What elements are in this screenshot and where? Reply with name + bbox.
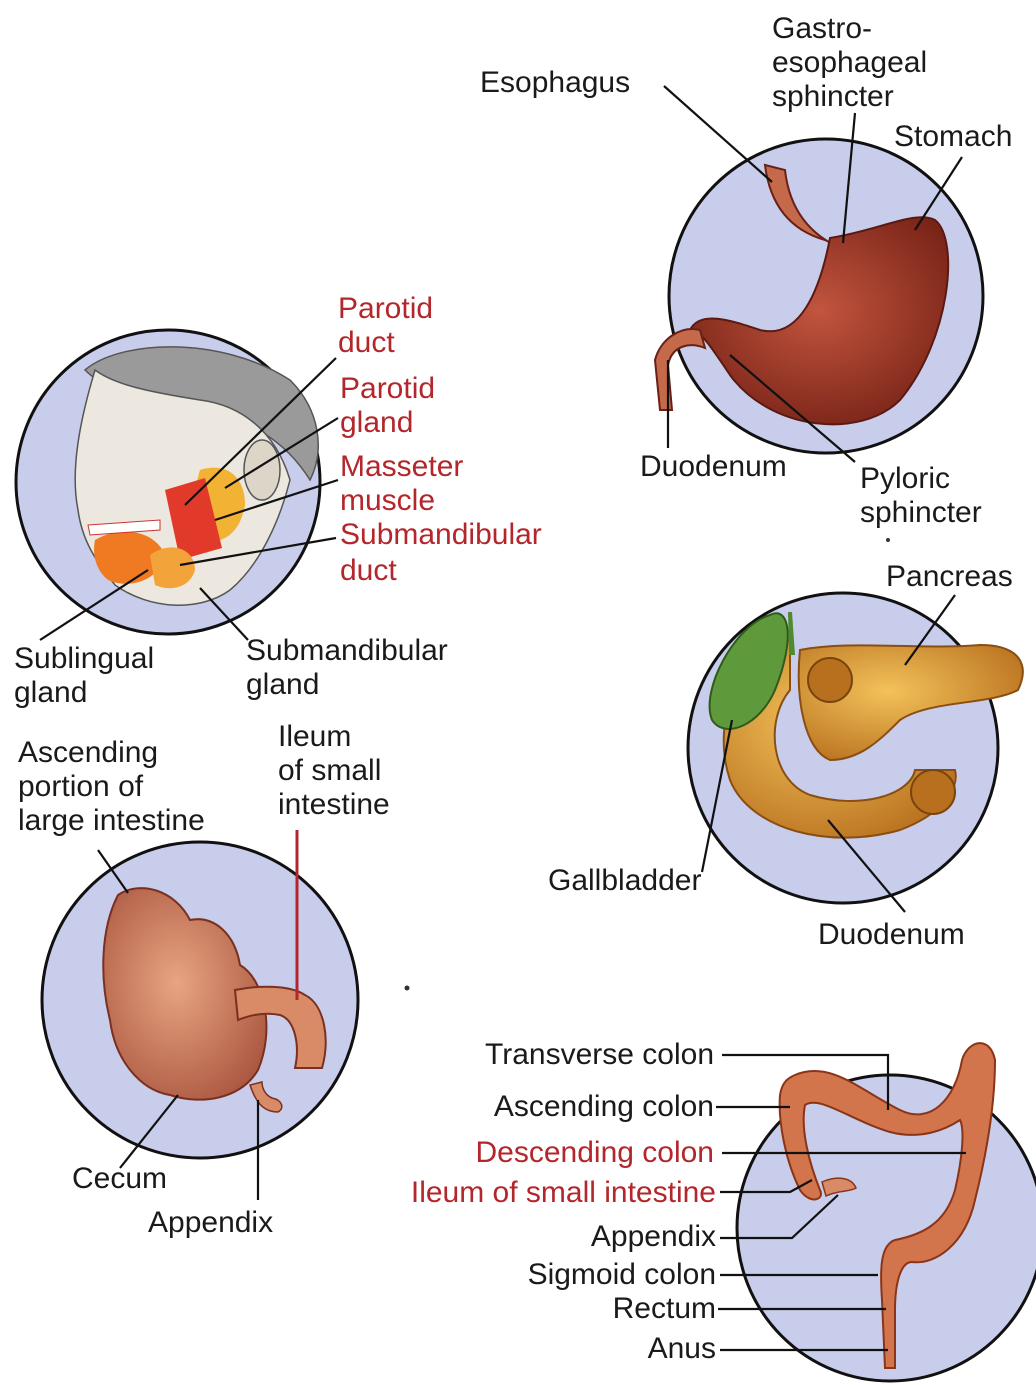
label-ileum-small-intestine: Ileum of small intestine — [411, 1176, 716, 1210]
label-gastro-esophageal-sphincter-2: esophageal — [772, 46, 927, 80]
label-sigmoid-colon: Sigmoid colon — [528, 1258, 716, 1292]
label-appendix-colon: Appendix — [591, 1220, 716, 1254]
label-ascending-portion-3: large intestine — [18, 804, 205, 838]
label-parotid-duct-1: Parotid — [338, 292, 433, 326]
label-sublingual-gland-1: Sublingual — [14, 642, 154, 676]
label-descending-colon: Descending colon — [476, 1136, 715, 1170]
label-pancreas: Pancreas — [886, 560, 1013, 594]
colon-illustration — [716, 1043, 1036, 1381]
label-pyloric-sphincter-2: sphincter — [860, 496, 982, 530]
stray-dot — [405, 986, 410, 991]
label-stomach: Stomach — [894, 120, 1012, 154]
label-parotid-gland-1: Parotid — [340, 372, 435, 406]
label-ileum-2: of small — [278, 754, 381, 788]
duodenum-opening-2 — [911, 770, 955, 814]
label-gastro-esophageal-sphincter-1: Gastro- — [772, 12, 872, 46]
label-transverse-colon: Transverse colon — [485, 1038, 714, 1072]
label-cecum: Cecum — [72, 1162, 167, 1196]
label-submandibular-gland-1: Submandibular — [246, 634, 448, 668]
label-ascending-colon: Ascending colon — [494, 1090, 714, 1124]
label-submandibular-duct-1: Submandibular — [340, 518, 542, 552]
label-sublingual-gland-2: gland — [14, 676, 87, 710]
stray-dot-2 — [886, 538, 890, 542]
label-pyloric-sphincter-1: Pyloric — [860, 462, 950, 496]
label-ascending-portion-2: portion of — [18, 770, 143, 804]
label-submandibular-duct-2: duct — [340, 554, 397, 588]
label-appendix-cecum: Appendix — [148, 1206, 273, 1240]
head-illustration — [16, 330, 338, 640]
label-ascending-portion-1: Ascending — [18, 736, 158, 770]
label-anus: Anus — [648, 1332, 716, 1366]
label-ileum-1: Ileum — [278, 720, 351, 754]
label-esophagus: Esophagus — [480, 66, 630, 100]
cecum-illustration — [42, 830, 358, 1200]
label-duodenum-stomach: Duodenum — [640, 450, 787, 484]
label-masseter-muscle-2: muscle — [340, 484, 435, 518]
label-gallbladder: Gallbladder — [548, 864, 701, 898]
label-parotid-duct-2: duct — [338, 326, 395, 360]
label-ileum-3: intestine — [278, 788, 390, 822]
label-rectum: Rectum — [613, 1292, 716, 1326]
label-duodenum-pancreas: Duodenum — [818, 918, 965, 952]
label-gastro-esophageal-sphincter-3: sphincter — [772, 80, 894, 114]
duodenum-opening-1 — [808, 658, 852, 702]
pancreas-illustration — [688, 593, 1023, 912]
label-masseter-muscle-1: Masseter — [340, 450, 463, 484]
label-submandibular-gland-2: gland — [246, 668, 319, 702]
label-parotid-gland-2: gland — [340, 406, 413, 440]
ear-shape — [244, 440, 280, 500]
